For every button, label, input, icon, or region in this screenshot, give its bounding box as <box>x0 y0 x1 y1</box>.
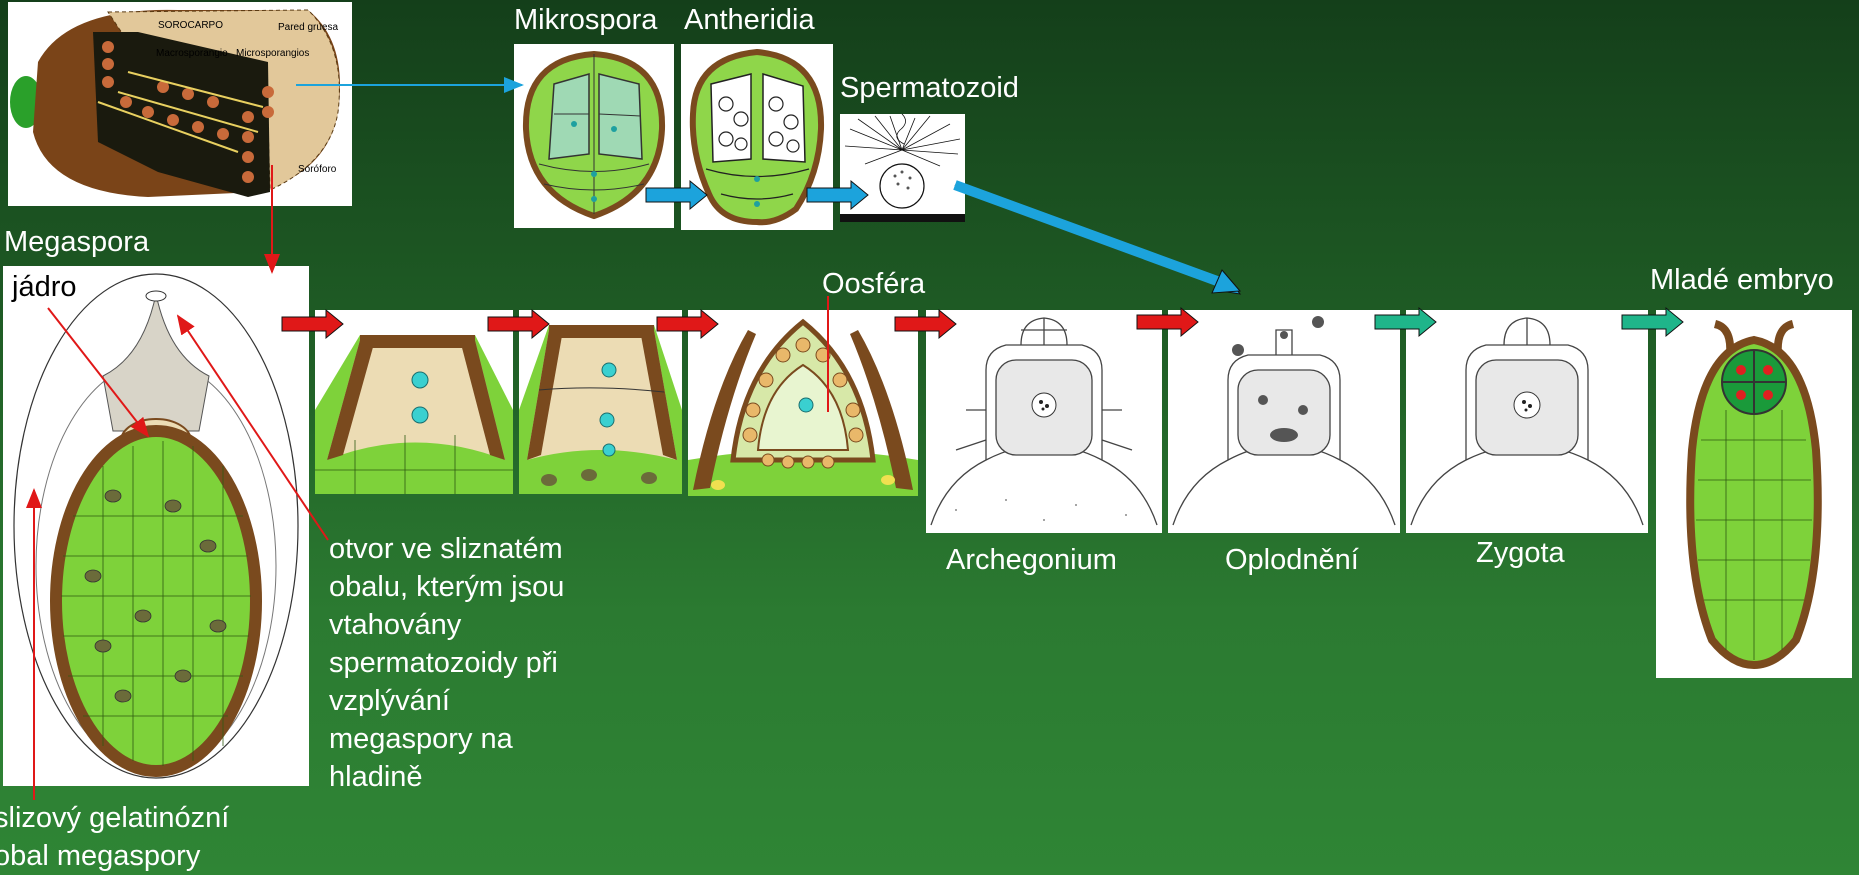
oplodneni-image <box>1168 310 1400 533</box>
sorocarp-image: SOROCARPO Pared gruesa Macrosporangio Mi… <box>8 2 352 206</box>
pared-label: Pared gruesa <box>278 22 338 33</box>
zygota-image <box>1406 310 1648 533</box>
oosfera-label: Oosféra <box>822 270 925 299</box>
macro-label: Macrosporangio <box>156 48 228 59</box>
mlade-embryo-image <box>1656 310 1852 678</box>
archegonium-stage-2-image <box>519 310 682 494</box>
megaspora-label: Megaspora <box>4 228 149 257</box>
micro-label: Microsporangios <box>236 48 309 59</box>
slizovy-obal-description: slizový gelatinózní obal megaspory <box>0 799 229 875</box>
mikrospora-image <box>514 44 674 228</box>
antheridia-label: Antheridia <box>684 6 815 35</box>
archegonium-label: Archegonium <box>946 546 1117 575</box>
spermatozoid-label: Spermatozoid <box>840 74 1019 103</box>
antheridia-image <box>681 44 833 230</box>
mlade-embryo-label: Mladé embryo <box>1650 266 1834 295</box>
oplodneni-label: Oplodnění <box>1225 546 1359 575</box>
archegonium-image <box>926 310 1162 533</box>
spermatozoid-image <box>840 114 965 222</box>
sorof-label: Soróforo <box>298 164 337 175</box>
sorocarp-title: SOROCARPO <box>158 20 223 31</box>
mikrospora-label: Mikrospora <box>514 6 657 35</box>
jadro-label: jádro <box>12 273 77 302</box>
archegonium-stage-3-image <box>688 310 918 496</box>
arrow-blue-diagonal <box>955 185 1240 294</box>
zygota-label: Zygota <box>1476 539 1565 568</box>
archegonium-stage-1-image <box>315 310 513 494</box>
otvor-description: otvor ve sliznatém obalu, kterým jsou vt… <box>329 530 564 796</box>
megaspora-image <box>3 266 309 786</box>
